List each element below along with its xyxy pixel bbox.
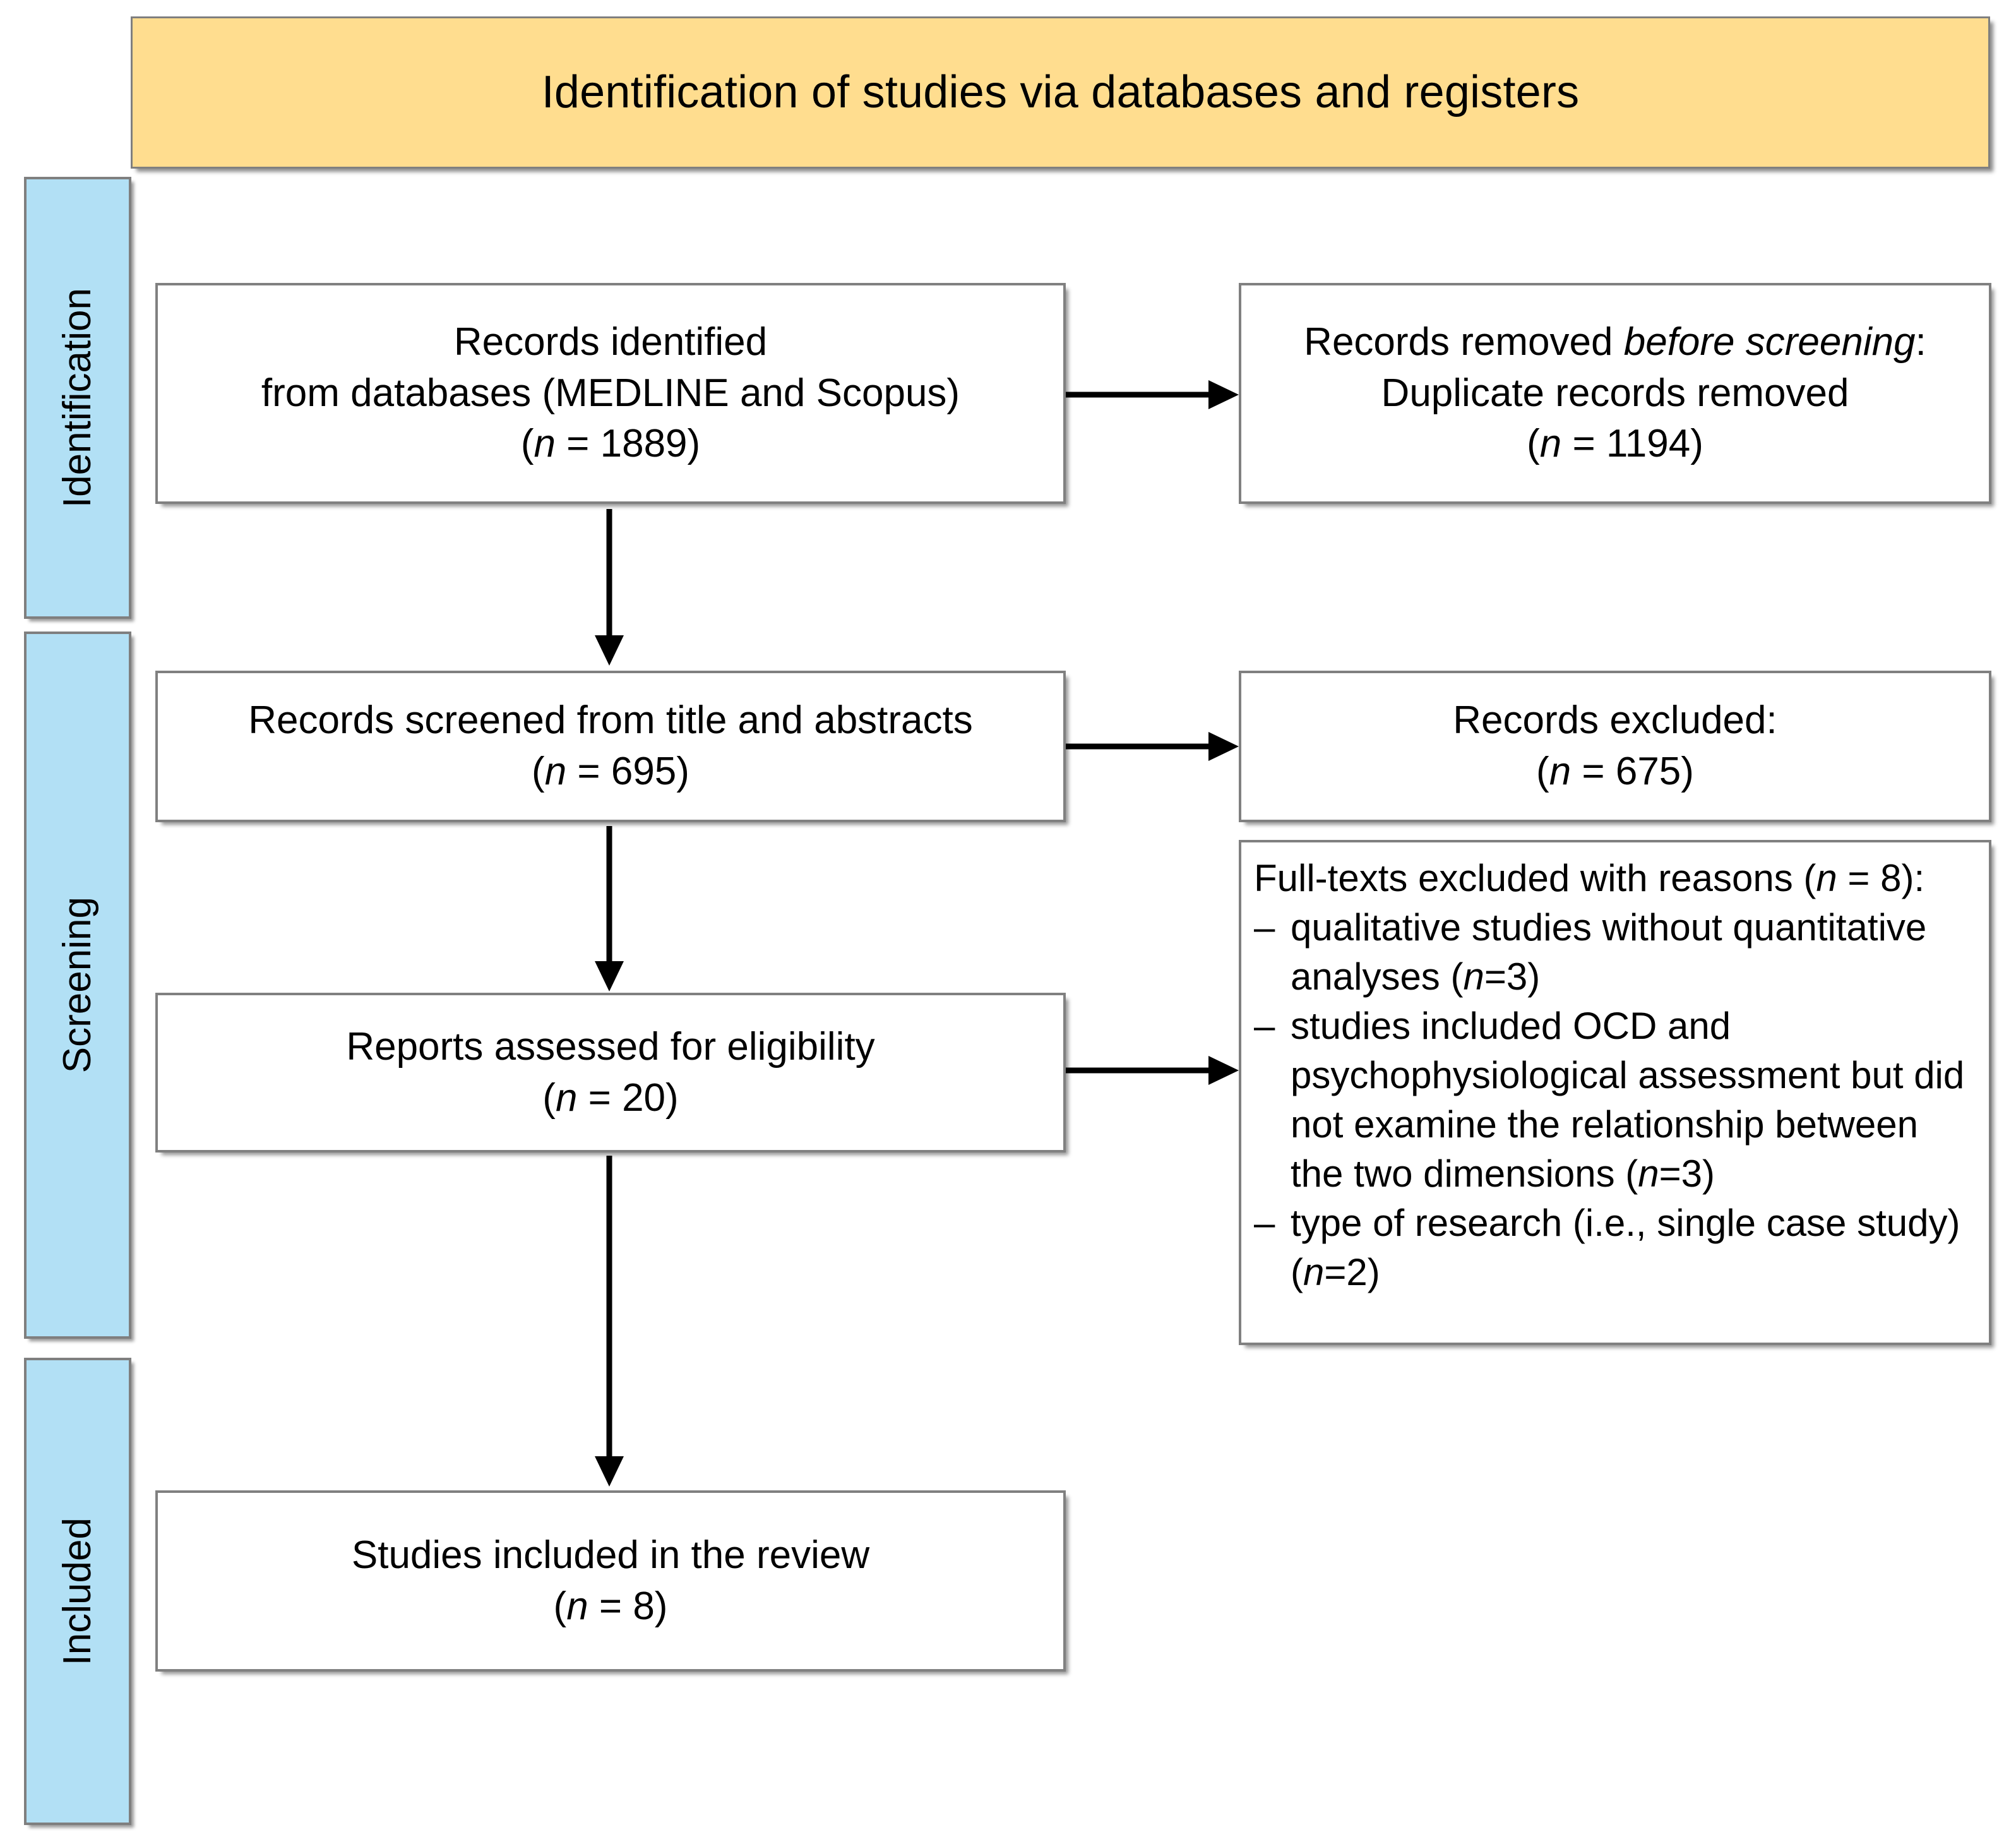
box-records-identified: Records identified from databases (MEDLI… <box>155 283 1066 504</box>
reason-text: type of research (i.e., single case stud… <box>1291 1202 1960 1293</box>
box-records-screened: Records screened from title and abstract… <box>155 671 1066 822</box>
reports-assessed-count: (n = 20) <box>542 1075 679 1120</box>
records-identified-count: (n = 1889) <box>520 422 701 466</box>
arrow-screened-to-reports-assessed <box>584 826 635 994</box>
box-fulltexts-excluded-with-reasons: Full-texts excluded with reasons (n = 8)… <box>1239 840 1991 1345</box>
records-screened-count: (n = 695) <box>532 750 689 793</box>
bullet-dash-icon: – <box>1254 1005 1275 1047</box>
records-removed-count: (n = 1194) <box>1527 422 1703 466</box>
records-identified-line2: from databases (MEDLINE and Scopus) <box>261 371 960 415</box>
bullet-dash-icon: – <box>1254 906 1275 949</box>
stage-label-identification: Identification <box>56 287 99 508</box>
fulltexts-excluded-reasons-list: – qualitative studies without quantitati… <box>1254 903 1972 1297</box>
diagram-header-banner: Identification of studies via databases … <box>131 16 1990 169</box>
records-removed-line1: Records removed before screening: <box>1304 320 1926 364</box>
studies-included-line1: Studies included in the review <box>351 1533 870 1577</box>
records-excluded-count: (n = 675) <box>1536 750 1694 793</box>
box-records-excluded: Records excluded: (n = 675) <box>1239 671 1991 822</box>
stage-bar-identification: Identification <box>24 177 131 619</box>
bullet-dash-icon: – <box>1254 1202 1275 1244</box>
arrow-reports-assessed-to-fulltexts-excluded <box>1066 1045 1243 1096</box>
box-studies-included-in-review: Studies included in the review (n = 8) <box>155 1490 1066 1672</box>
reason-text: qualitative studies without quantitative… <box>1291 906 1927 998</box>
stage-bar-screening: Screening <box>24 632 131 1339</box>
stage-label-included: Included <box>56 1517 99 1666</box>
reason-text: studies included OCD and psychophysiolog… <box>1291 1005 1965 1195</box>
box-records-removed-before-screening: Records removed before screening: Duplic… <box>1239 283 1991 504</box>
records-excluded-line1: Records excluded: <box>1453 698 1777 743</box>
list-item: – type of research (i.e., single case st… <box>1254 1199 1972 1297</box>
arrow-reports-assessed-to-studies-included <box>584 1156 635 1489</box>
reports-assessed-line1: Reports assessed for eligibility <box>346 1024 875 1069</box>
arrow-screened-to-excluded <box>1066 721 1243 772</box>
records-screened-line1: Records screened from title and abstract… <box>248 698 973 743</box>
list-item: – qualitative studies without quantitati… <box>1254 903 1972 1002</box>
fulltexts-excluded-heading: Full-texts excluded with reasons (n = 8)… <box>1254 857 1925 899</box>
page-title: Identification of studies via databases … <box>541 67 1580 118</box>
records-removed-line2: Duplicate records removed <box>1381 371 1849 415</box>
records-identified-line1: Records identified <box>453 320 768 364</box>
list-item: – studies included OCD and psychophysiol… <box>1254 1002 1972 1199</box>
stage-bar-included: Included <box>24 1358 131 1825</box>
arrow-identified-to-screened <box>584 509 635 668</box>
studies-included-count: (n = 8) <box>553 1584 668 1628</box>
arrow-identified-to-removed <box>1066 369 1243 420</box>
stage-label-screening: Screening <box>56 897 99 1074</box>
box-reports-assessed-for-eligibility: Reports assessed for eligibility (n = 20… <box>155 993 1066 1152</box>
